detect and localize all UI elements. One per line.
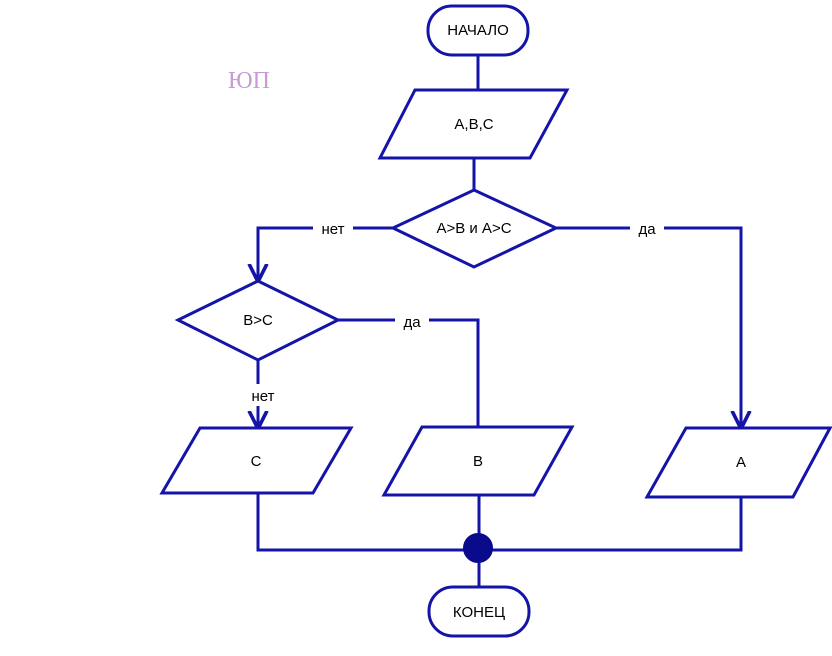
cond1-yes-label: да — [638, 221, 656, 238]
output-b-label: B — [473, 453, 483, 470]
output-a-parallelogram — [644, 426, 832, 499]
junction-dot — [463, 533, 493, 563]
condition2-label: B>C — [243, 312, 273, 329]
connector-cond2-yes — [338, 318, 480, 427]
output-c-parallelogram — [159, 426, 354, 495]
connector-merge — [256, 493, 743, 552]
end-label: КОНЕЦ — [453, 604, 505, 621]
start-terminator — [426, 4, 530, 57]
cond2-no-label-bg — [243, 384, 283, 406]
input-label: A,B,C — [454, 116, 493, 133]
output-c-label: C — [251, 453, 262, 470]
end-terminator — [427, 585, 531, 638]
cond2-yes-label-bg — [395, 310, 429, 332]
cond1-yes-label-bg — [630, 217, 664, 239]
cond1-no-label: нет — [322, 221, 345, 238]
start-label: НАЧАЛО — [447, 22, 509, 39]
output-a-label: A — [736, 454, 746, 471]
condition1-label: A>B и A>C — [436, 220, 511, 237]
condition2-diamond — [174, 279, 342, 362]
cond1-no-label-bg — [313, 217, 353, 239]
condition1-diamond — [389, 188, 560, 269]
cond2-no-label: нет — [252, 388, 275, 405]
input-parallelogram — [377, 88, 570, 160]
connector-cond1-yes — [556, 226, 741, 427]
watermark-text: ЮП — [228, 68, 270, 94]
output-b-parallelogram — [381, 425, 575, 497]
cond2-yes-label: да — [403, 314, 421, 331]
